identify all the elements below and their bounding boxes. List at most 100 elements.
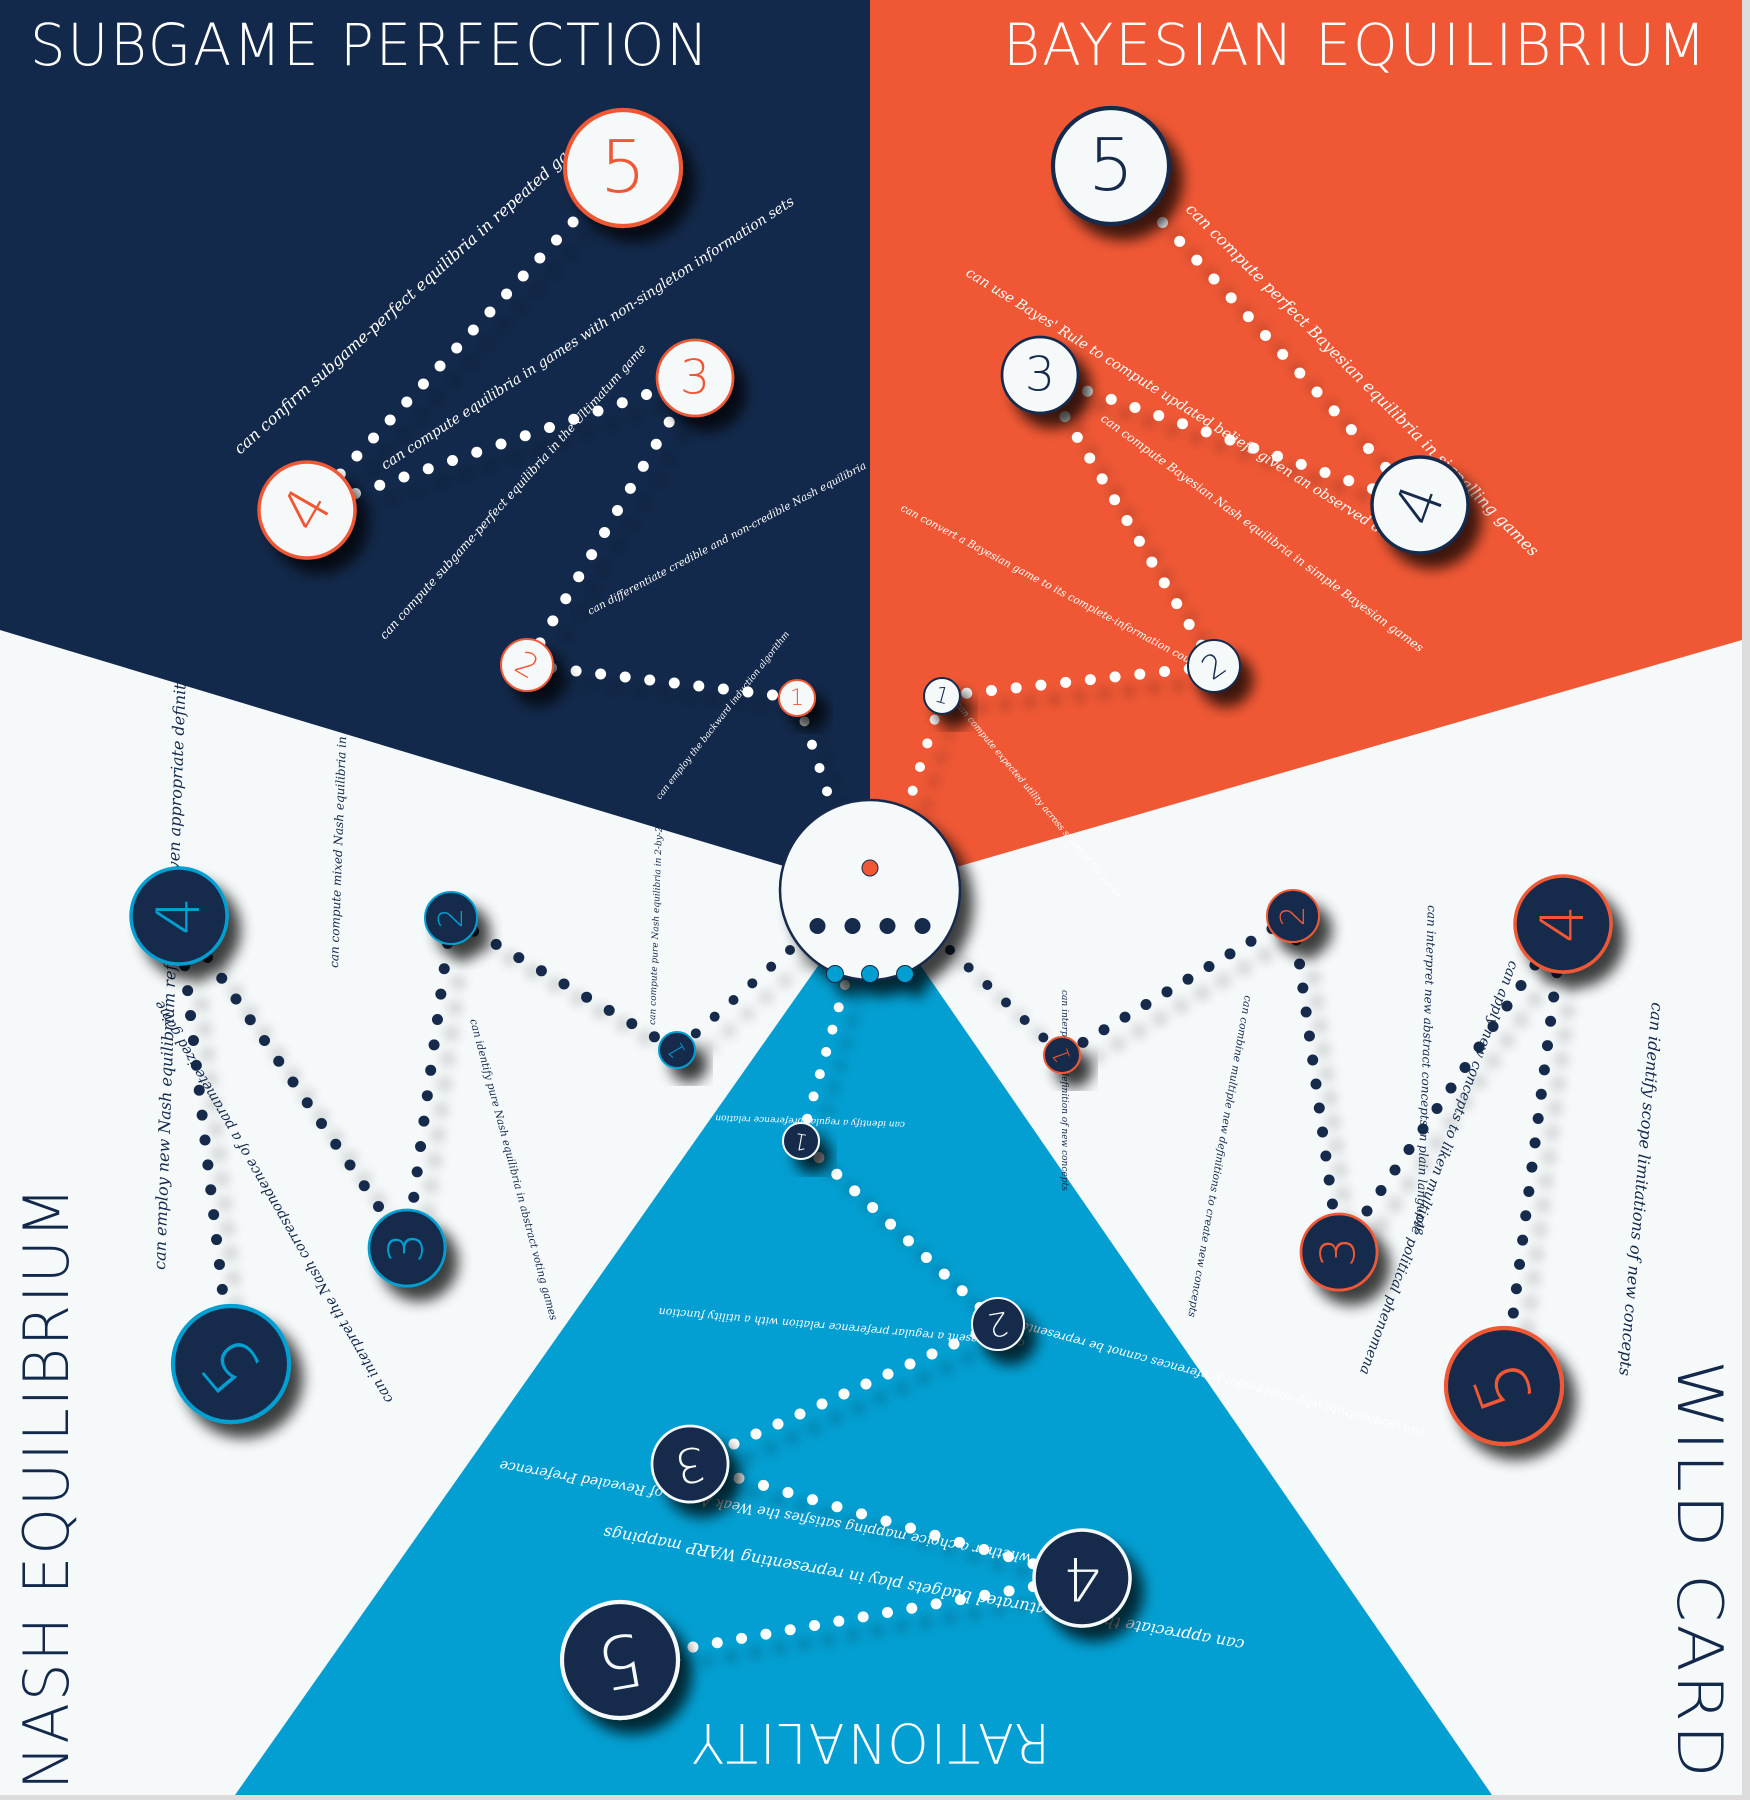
node-nash-level-4[interactable]: 4 [129, 866, 229, 966]
connector-dot [881, 1607, 893, 1619]
node-subgame-level-1[interactable]: 1 [778, 679, 816, 717]
connector-dot [1328, 405, 1340, 417]
node-subgame-level-5[interactable]: 5 [562, 107, 684, 229]
node-bayesian-level-5[interactable]: 5 [1050, 105, 1172, 227]
connector-dot [1019, 1015, 1030, 1025]
node-circle[interactable] [658, 1031, 696, 1069]
node-rationality-level-4[interactable]: 4 [1032, 1528, 1132, 1628]
node-circle[interactable] [778, 679, 816, 717]
connector-dot [1098, 1024, 1110, 1036]
connector-dot [1545, 1015, 1557, 1027]
node-wildcard-level-3[interactable]: 3 [1299, 1212, 1379, 1292]
connector-dot [1157, 217, 1168, 228]
node-circle[interactable] [650, 1424, 730, 1504]
node-circle[interactable] [1299, 1212, 1379, 1292]
connector-dot [213, 1258, 225, 1270]
node-bayesian-level-3[interactable]: 3 [1000, 335, 1080, 415]
node-wildcard-level-2[interactable]: 2 [1266, 889, 1320, 943]
connector-dot [1320, 1150, 1332, 1162]
connector-dot [733, 1472, 745, 1484]
connector-dot [802, 1113, 813, 1124]
connector-dot [1538, 1064, 1550, 1076]
node-circle[interactable] [424, 891, 478, 945]
connector-dot [882, 1368, 894, 1380]
node-circle[interactable] [367, 1208, 447, 1288]
connector-dot [558, 978, 570, 990]
connector-dot [867, 1202, 879, 1214]
node-circle[interactable] [1187, 639, 1241, 693]
node-nash-level-3[interactable]: 3 [367, 1208, 447, 1288]
node-subgame-level-4[interactable]: 4 [257, 460, 357, 560]
node-subgame-level-3[interactable]: 3 [655, 338, 735, 418]
connector-dot [1109, 671, 1121, 683]
connector-dot [401, 396, 413, 408]
node-rationality-level-5[interactable]: 5 [559, 1599, 681, 1721]
connector-dot [581, 991, 593, 1003]
connector-dot [833, 1002, 844, 1013]
connector-dot [1515, 980, 1527, 991]
hub-circle[interactable] [778, 798, 962, 982]
node-circle[interactable] [1050, 105, 1172, 227]
node-circle[interactable] [782, 1122, 820, 1160]
connector-dot [316, 1118, 327, 1129]
connector-dot [1084, 452, 1096, 464]
connector-dot [785, 945, 795, 955]
connector-dot [1310, 1078, 1322, 1090]
node-circle[interactable] [129, 866, 229, 966]
node-bayesian-level-4[interactable]: 4 [1370, 455, 1470, 555]
node-circle[interactable] [1370, 455, 1470, 555]
node-circle[interactable] [559, 1599, 681, 1721]
node-bayesian-level-1[interactable]: 1 [923, 677, 961, 715]
connector-dot [693, 680, 705, 692]
node-circle[interactable] [971, 1297, 1025, 1351]
connector-dot [573, 571, 585, 583]
node-circle[interactable] [923, 677, 961, 715]
node-circle[interactable] [1266, 889, 1320, 943]
node-level-number: 4 [1063, 1543, 1101, 1613]
node-bayesian-level-2[interactable]: 2 [1187, 639, 1241, 693]
node-rationality-level-1[interactable]: 1 [782, 1122, 820, 1160]
node-subgame-level-2[interactable]: 2 [500, 638, 554, 692]
connector-dot [920, 1251, 932, 1263]
connector-dot [196, 1109, 208, 1121]
node-circle[interactable] [562, 107, 684, 229]
connector-dot [822, 786, 832, 797]
node-circle[interactable] [1043, 1036, 1081, 1074]
connector-dot [1319, 467, 1331, 478]
node-wildcard-level-1[interactable]: 1 [1043, 1036, 1081, 1074]
connector-dot [1361, 1205, 1373, 1217]
node-rationality-level-2[interactable]: 2 [971, 1297, 1025, 1351]
node-circle[interactable] [170, 1303, 292, 1425]
connector-dot [187, 1034, 199, 1046]
node-level-number: 2 [1274, 906, 1312, 927]
connector-dot [833, 1615, 845, 1627]
wedge-rationality [235, 892, 1492, 1795]
connector-dot [930, 1598, 942, 1610]
node-nash-level-5[interactable]: 5 [170, 1303, 292, 1425]
hub[interactable] [778, 798, 962, 983]
node-wildcard-level-5[interactable]: 5 [1443, 1325, 1565, 1447]
connector-dot [1297, 982, 1309, 994]
connector-dot [1507, 1307, 1519, 1319]
connector-dot [650, 438, 662, 450]
node-nash-level-1[interactable]: 1 [658, 1031, 696, 1069]
node-nash-level-2[interactable]: 2 [424, 891, 478, 945]
connector-dot [1326, 1198, 1338, 1210]
connector-dot [619, 671, 631, 683]
section-title-subgame: SUBGAME PERFECTION [30, 11, 710, 79]
node-circle[interactable] [257, 460, 357, 560]
node-level-number: 3 [380, 1233, 435, 1263]
node-circle[interactable] [1000, 335, 1080, 415]
connector-dot [1153, 410, 1165, 422]
node-rationality-level-3[interactable]: 3 [650, 1424, 730, 1504]
node-circle[interactable] [500, 638, 554, 692]
connector-dot [199, 1134, 211, 1146]
node-circle[interactable] [1513, 874, 1613, 974]
connector-dot [1134, 668, 1146, 680]
node-circle[interactable] [655, 338, 735, 418]
node-circle[interactable] [1443, 1325, 1565, 1447]
node-circle[interactable] [1032, 1528, 1132, 1628]
connector-dot [782, 1487, 794, 1498]
node-wildcard-level-4[interactable]: 4 [1513, 874, 1613, 974]
connector-dot [690, 1028, 701, 1039]
